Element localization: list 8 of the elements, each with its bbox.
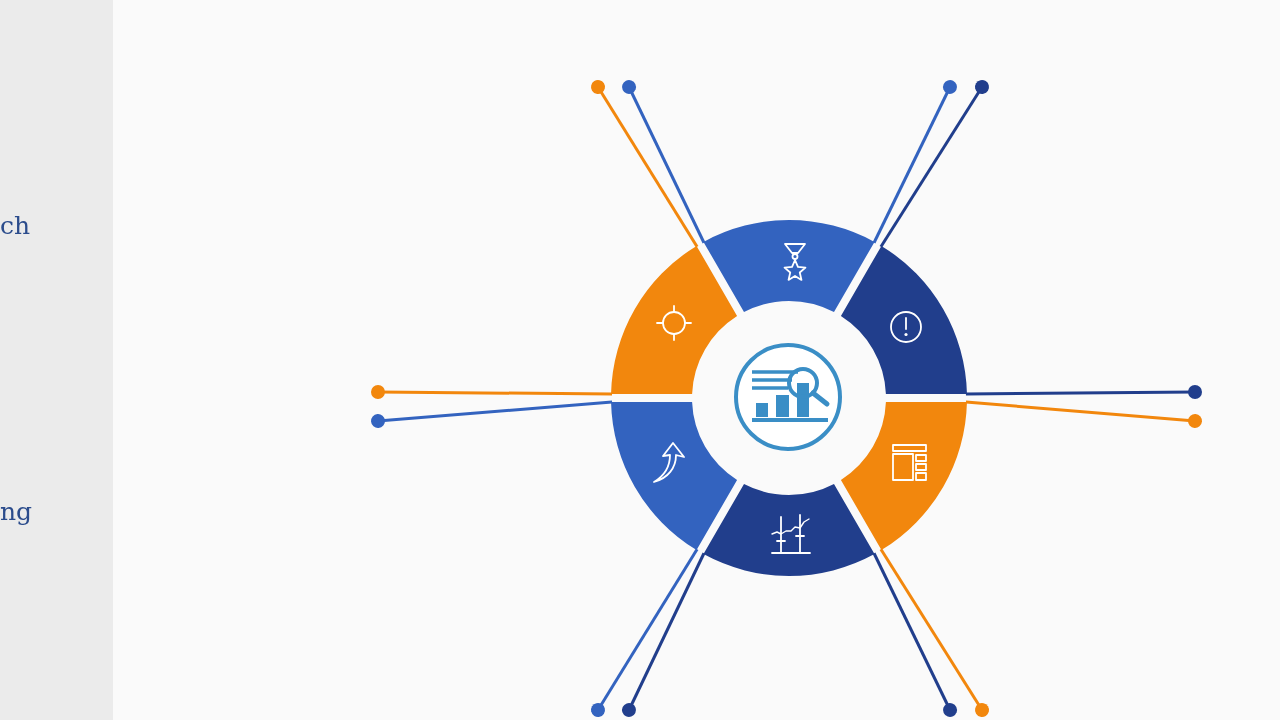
ring-segment: [703, 483, 875, 576]
ring-segment: [840, 245, 967, 394]
label-text: ng: [0, 497, 33, 527]
ring-segment: [611, 402, 738, 551]
ring-segment: [703, 220, 875, 313]
ring-segment: [611, 245, 738, 394]
ring-segment: [840, 402, 967, 551]
label-text: ch: [0, 211, 31, 241]
